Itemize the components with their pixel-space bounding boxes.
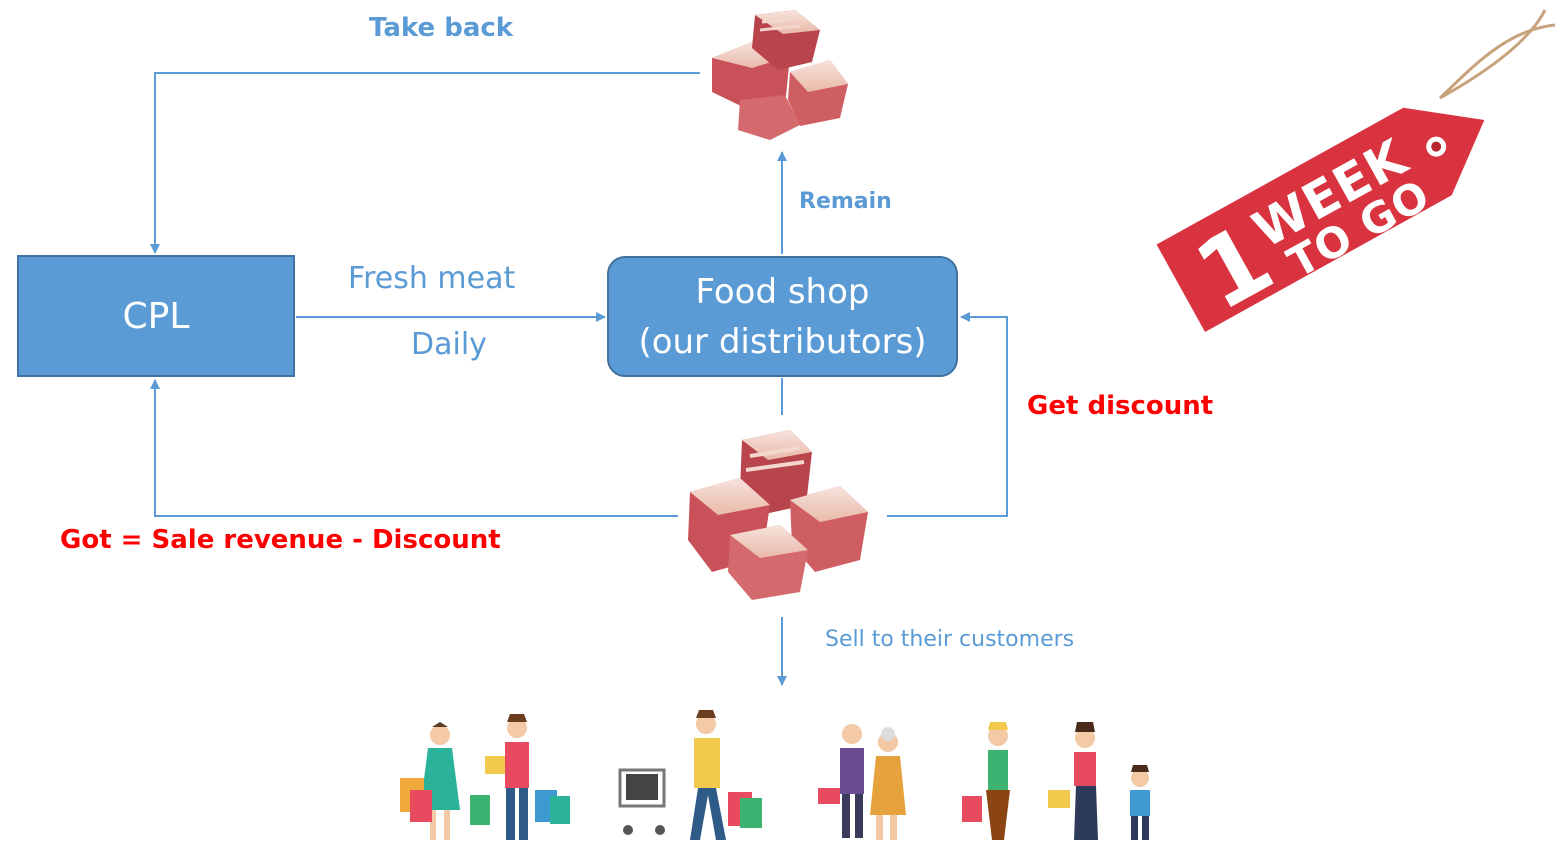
one-week-to-go-tag bbox=[1156, 9, 1556, 332]
label-remain: Remain bbox=[799, 189, 892, 214]
label-take-back: Take back bbox=[369, 13, 514, 43]
arrow-take-back bbox=[150, 72, 700, 254]
node-cpl: CPL bbox=[17, 255, 295, 377]
label-sell-to-customers: Sell to their customers bbox=[825, 627, 1075, 652]
label-get-discount: Get discount bbox=[1027, 391, 1214, 421]
node-food-shop-line1: Food shop bbox=[695, 271, 870, 312]
customers-illustration bbox=[400, 710, 1150, 840]
node-food-shop: Food shop (our distributors) bbox=[607, 256, 958, 377]
node-food-shop-line2: (our distributors) bbox=[638, 321, 927, 362]
shopper-couple bbox=[400, 714, 570, 840]
label-got-revenue: Got = Sale revenue - Discount bbox=[60, 525, 501, 555]
arrow-got-revenue bbox=[150, 379, 678, 517]
shopper-woman-basket bbox=[962, 722, 1010, 840]
arrow-get-discount bbox=[887, 312, 1008, 517]
shopper-mother-child bbox=[1048, 722, 1150, 840]
label-fresh-meat: Fresh meat bbox=[348, 261, 516, 296]
label-daily: Daily bbox=[411, 327, 487, 362]
shopper-with-cart bbox=[618, 710, 762, 840]
meat-image-top bbox=[712, 10, 848, 140]
meat-image-bottom bbox=[688, 430, 868, 600]
shopper-elderly-couple bbox=[818, 724, 906, 840]
node-cpl-label: CPL bbox=[122, 295, 190, 337]
